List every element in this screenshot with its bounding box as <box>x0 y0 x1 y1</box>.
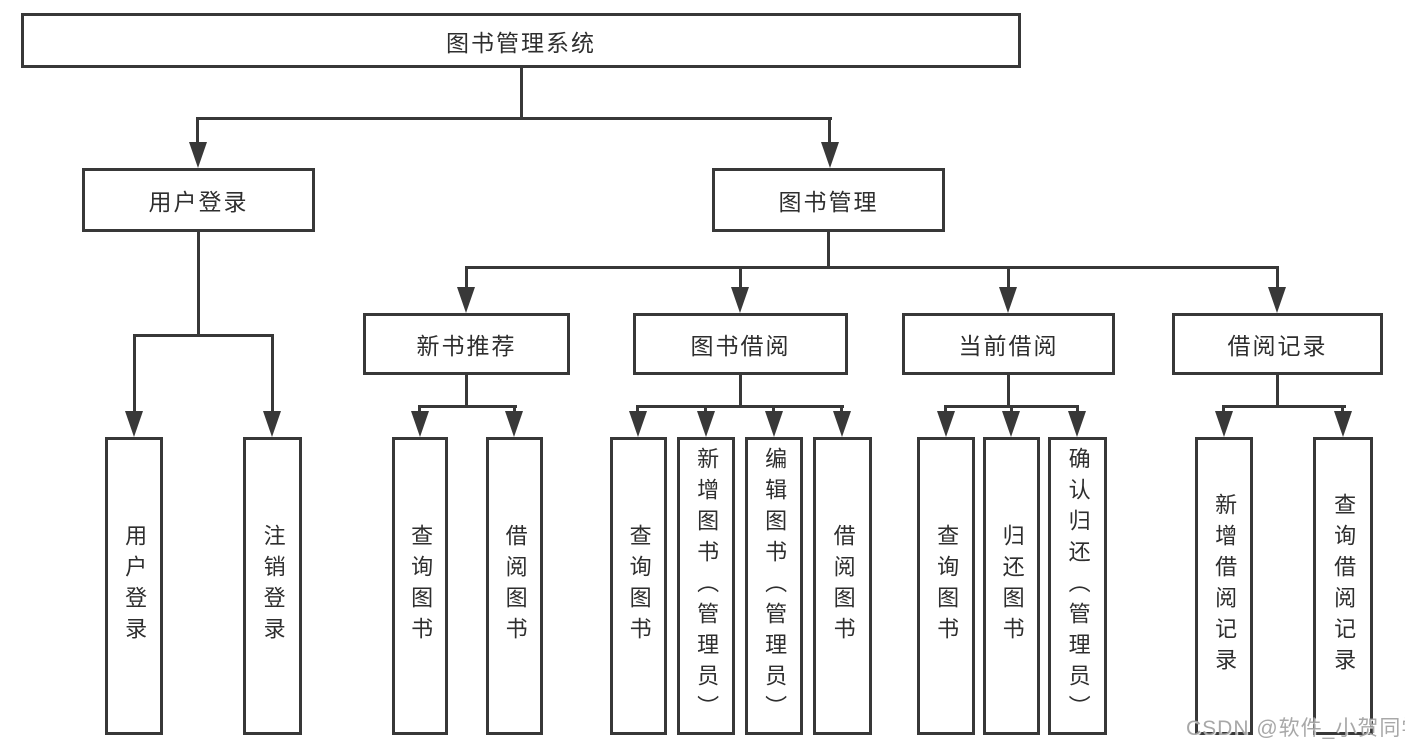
node-label: 当前借阅 <box>958 333 1059 359</box>
node-label: 借阅记录 <box>1227 333 1328 359</box>
connector-line <box>1007 375 1010 408</box>
leaf-logout-login: 注销登录 <box>243 437 302 735</box>
leaf-add-books-admin: 新增图书（管理员） <box>677 437 735 735</box>
connector-arrowhead <box>189 142 207 168</box>
connector-line <box>704 405 707 415</box>
connector-line <box>271 334 274 414</box>
connector-arrowhead <box>1002 411 1020 437</box>
leaf-confirm-return-admin: 确认归还（管理员） <box>1048 437 1107 735</box>
connector-line <box>465 266 468 290</box>
leaf-label: 归还图书 <box>999 524 1025 648</box>
node-label: 图书借阅 <box>690 333 791 359</box>
leaf-label: 查询图书 <box>626 524 652 648</box>
node-label: 新书推荐 <box>416 333 517 359</box>
connector-arrowhead <box>697 411 715 437</box>
connector-line <box>196 117 832 120</box>
connector-line <box>1276 375 1279 408</box>
connector-line <box>133 334 136 414</box>
connector-line <box>944 405 947 415</box>
connector-line <box>739 266 742 290</box>
connector-arrowhead <box>821 142 839 168</box>
connector-line <box>418 405 421 415</box>
connector-arrowhead <box>1268 287 1286 313</box>
connector-arrowhead <box>937 411 955 437</box>
connector-line <box>1007 266 1010 290</box>
connector-arrowhead <box>411 411 429 437</box>
connector-arrowhead <box>629 411 647 437</box>
connector-line <box>1076 405 1079 415</box>
connector-line <box>1222 405 1225 415</box>
connector-line <box>520 66 523 120</box>
connector-arrowhead <box>1334 411 1352 437</box>
leaf-label: 编辑图书（管理员） <box>762 446 788 726</box>
leaf-borrow-books-recommend: 借阅图书 <box>486 437 543 735</box>
node-current-borrowing: 当前借阅 <box>902 313 1115 375</box>
node-borrowing-records: 借阅记录 <box>1172 313 1383 375</box>
node-book-management: 图书管理 <box>712 168 945 232</box>
connector-line <box>1010 405 1013 415</box>
leaf-label: 查询图书 <box>408 524 434 648</box>
connector-line <box>513 405 516 415</box>
connector-line <box>828 117 831 147</box>
node-label: 用户登录 <box>148 189 249 215</box>
watermark: CSDN @软件_小贺同学 <box>1186 717 1405 740</box>
connector-line <box>827 232 830 269</box>
leaf-borrow-books-borrowing: 借阅图书 <box>813 437 872 735</box>
connector-arrowhead <box>125 411 143 437</box>
connector-line <box>636 405 844 408</box>
node-root: 图书管理系统 <box>21 13 1021 68</box>
node-root-label: 图书管理系统 <box>446 29 596 56</box>
node-book-borrowing: 图书借阅 <box>633 313 848 375</box>
connector-line <box>465 266 1279 269</box>
connector-arrowhead <box>731 287 749 313</box>
connector-line <box>197 232 200 337</box>
leaf-label: 借阅图书 <box>830 524 856 648</box>
node-label: 图书管理 <box>778 189 879 215</box>
leaf-query-books-borrowing: 查询图书 <box>610 437 667 735</box>
leaf-label: 查询借阅记录 <box>1331 493 1357 679</box>
node-user-login: 用户登录 <box>82 168 315 232</box>
connector-line <box>418 405 517 408</box>
connector-line <box>465 375 468 408</box>
leaf-query-books-recommend: 查询图书 <box>392 437 448 735</box>
connector-line <box>636 405 639 415</box>
leaf-label: 用户登录 <box>122 524 148 648</box>
leaf-label: 新增借阅记录 <box>1212 493 1238 679</box>
connector-arrowhead <box>999 287 1017 313</box>
connector-line <box>840 405 843 415</box>
connector-line <box>1276 266 1279 290</box>
connector-arrowhead <box>1215 411 1233 437</box>
leaf-add-borrow-record: 新增借阅记录 <box>1195 437 1253 735</box>
leaf-label: 注销登录 <box>260 524 286 648</box>
connector-arrowhead <box>457 287 475 313</box>
connector-arrowhead <box>505 411 523 437</box>
leaf-edit-books-admin: 编辑图书（管理员） <box>745 437 803 735</box>
connector-line <box>196 117 199 147</box>
leaf-return-books: 归还图书 <box>983 437 1040 735</box>
connector-arrowhead <box>1068 411 1086 437</box>
node-new-book-recommend: 新书推荐 <box>363 313 570 375</box>
leaf-query-borrow-record: 查询借阅记录 <box>1313 437 1373 735</box>
leaf-label: 确认归还（管理员） <box>1065 446 1091 726</box>
connector-arrowhead <box>263 411 281 437</box>
connector-line <box>739 375 742 408</box>
leaf-label: 借阅图书 <box>502 524 528 648</box>
leaf-user-login: 用户登录 <box>105 437 163 735</box>
connector-line <box>1222 405 1346 408</box>
connector-line <box>133 334 274 337</box>
leaf-label: 新增图书（管理员） <box>694 446 720 726</box>
connector-arrowhead <box>833 411 851 437</box>
leaf-label: 查询图书 <box>934 524 960 648</box>
connector-arrowhead <box>765 411 783 437</box>
connector-line <box>1341 405 1344 415</box>
leaf-query-books-current: 查询图书 <box>917 437 975 735</box>
connector-line <box>772 405 775 415</box>
